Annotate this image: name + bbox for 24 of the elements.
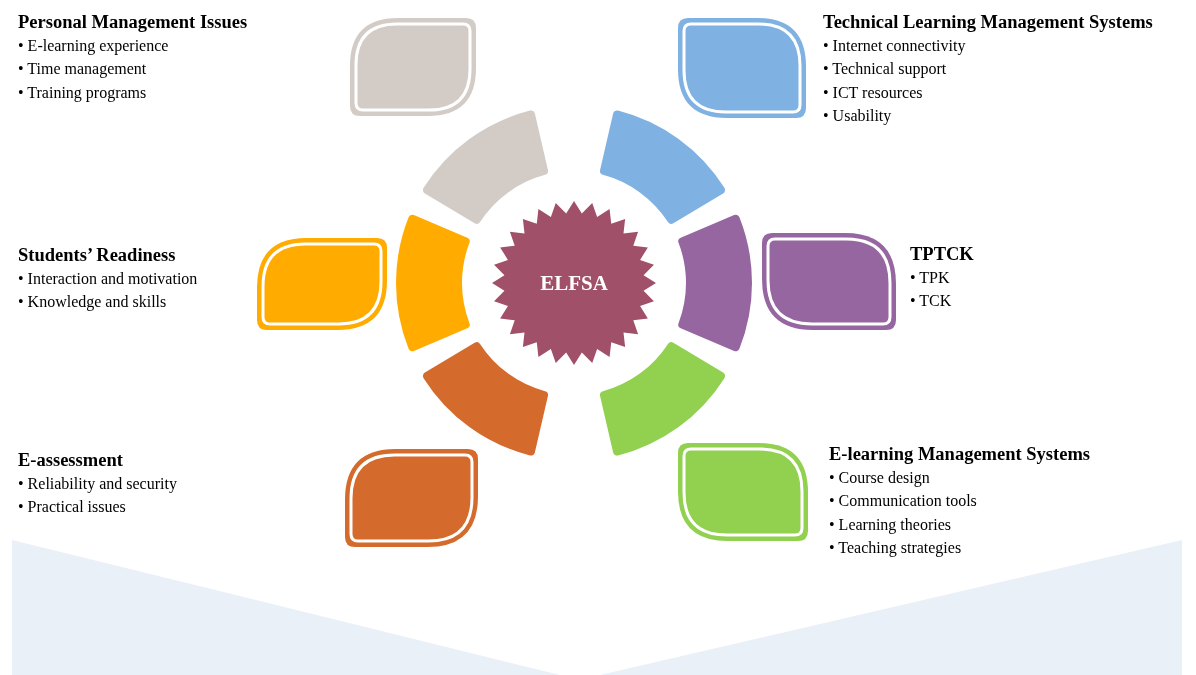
list-item: • Communication tools [829, 491, 978, 512]
list-item: • ICT resources [823, 82, 924, 103]
list-item: • Knowledge and skills [18, 292, 168, 313]
category-heading: Students’ Readiness [18, 244, 177, 267]
category-heading: E-assessment [18, 449, 124, 472]
list-item: • Learning theories [829, 514, 952, 536]
list-item: • Reliability and security [18, 474, 177, 495]
category-heading: E-learning Management Systems [829, 443, 1091, 466]
list-item: • Usability [823, 105, 893, 127]
list-item: • Time management [18, 59, 148, 80]
category-heading: TPTCK [910, 243, 974, 266]
center-title: ELFSA [540, 270, 608, 296]
list-item: • TCK [910, 291, 953, 312]
list-item: • Practical issues [18, 497, 127, 518]
list-item: • Teaching strategies [829, 537, 963, 559]
list-item: • Course design [829, 468, 931, 489]
list-item: • Training programs [18, 82, 148, 104]
list-item: • Internet connectivity [823, 36, 967, 57]
category-heading: Personal Management Issues [18, 11, 248, 34]
category-heading: Technical Learning Management Systems [823, 11, 1153, 34]
list-item: • E-learning experience [18, 36, 170, 57]
list-item: • TPK [910, 268, 951, 288]
list-item: • Interaction and motivation [18, 269, 198, 289]
list-item: • Technical support [823, 59, 948, 80]
